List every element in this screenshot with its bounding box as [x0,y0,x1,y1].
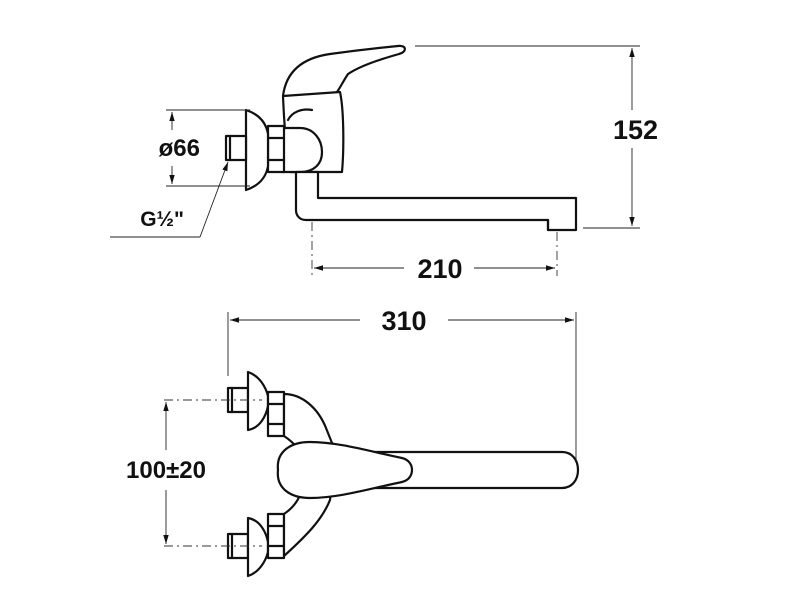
thread-callout: G½" [110,161,229,238]
dimension-height-label: 152 [613,115,658,145]
top-lever-handle [276,440,414,500]
thread-label: G½" [140,208,184,231]
dimension-spout-reach: 210 [314,254,555,284]
dimension-overall-length: 310 [227,306,577,460]
side-spout [294,170,578,232]
dimension-flange-diameter-label: ø66 [159,135,200,162]
side-nut [266,124,286,174]
dimension-center-distance-label: 100±20 [126,457,206,484]
dimension-height: 152 [415,45,658,229]
side-flange [244,108,270,192]
dimension-overall-length-label: 310 [381,306,426,336]
dimension-spout-reach-label: 210 [417,254,462,284]
top-view [226,370,580,578]
dimension-flange-diameter: ø66 [159,109,250,187]
side-body [280,126,324,174]
side-lever-handle [281,44,406,100]
side-view [224,44,578,232]
dimension-center-distance: 100±20 [126,402,206,544]
